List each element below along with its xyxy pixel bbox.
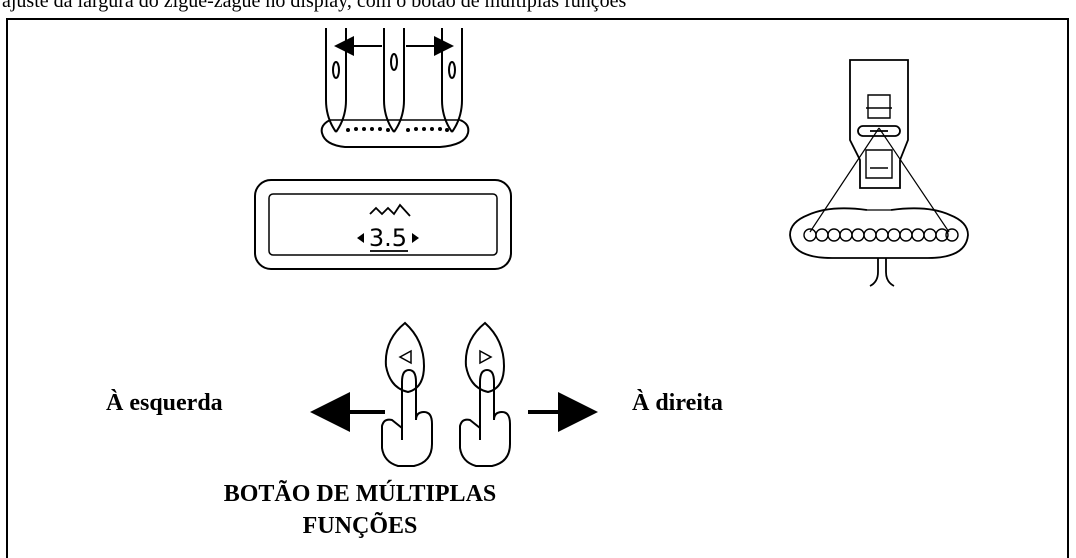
right-button <box>459 321 511 467</box>
triangle-left-icon <box>398 349 412 365</box>
zigzag-icon <box>369 203 411 217</box>
multifunction-button-label: BOTÃO DE MÚLTIPLAS FUNÇÕES <box>0 478 720 542</box>
right-direction-label: À direita <box>632 390 723 416</box>
button-label-line1: BOTÃO DE MÚLTIPLAS <box>223 481 497 507</box>
triangle-right-icon <box>412 233 419 243</box>
finger-press-icon <box>381 368 433 467</box>
button-label-line2: FUNÇÕES <box>302 513 418 539</box>
left-direction-label: À esquerda <box>106 390 223 416</box>
stitch-dots <box>346 127 449 132</box>
finger-press-icon <box>459 368 511 467</box>
left-button <box>381 321 433 467</box>
needle-plate-illustration <box>320 28 470 148</box>
caption-text: ajuste da largura do zigue-zague no disp… <box>2 0 627 12</box>
presser-foot-icon <box>789 59 969 287</box>
figure-frame <box>6 18 1069 558</box>
lcd-display <box>254 179 512 270</box>
triangle-left-icon <box>357 233 364 243</box>
needle-icon <box>383 28 405 133</box>
top-caption: ajuste da largura do zigue-zague no disp… <box>0 0 1076 28</box>
needle-icon <box>441 28 463 133</box>
needle-icon <box>325 28 347 133</box>
display-value: 3.5 <box>369 224 407 252</box>
triangle-right-icon <box>479 349 493 365</box>
